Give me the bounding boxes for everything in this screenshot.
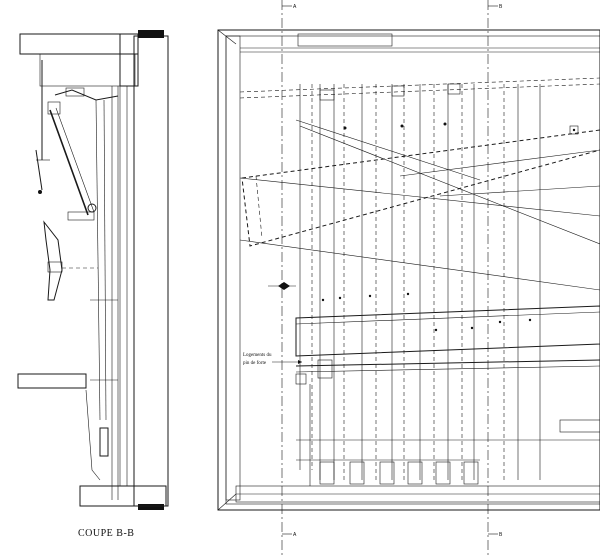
annotation-line-1: Logements du xyxy=(243,353,272,358)
damper-columns xyxy=(299,83,579,480)
section-view-bb xyxy=(17,30,169,510)
section-cut-b: B B xyxy=(487,0,503,557)
section-label-b-top: B xyxy=(499,4,503,10)
section-label-a-bottom: A xyxy=(293,532,297,538)
drawing-caption: COUPE B-B xyxy=(78,528,135,539)
action-mechanism xyxy=(35,87,119,481)
section-cut-a: A A xyxy=(281,0,297,557)
section-label-b-bottom: B xyxy=(499,532,503,538)
back-wall xyxy=(133,35,169,507)
keyframe xyxy=(295,359,600,486)
hammer-rail xyxy=(268,282,600,357)
annotation-pin-de-forte: Logements du pin de forte xyxy=(243,353,302,366)
annotation-line-2: pin de forte xyxy=(243,361,267,366)
outer-frame xyxy=(217,29,600,511)
front-elevation: A A B B xyxy=(217,0,600,557)
string-frame-dashed xyxy=(239,125,600,291)
section-label-a-top: A xyxy=(293,4,297,10)
